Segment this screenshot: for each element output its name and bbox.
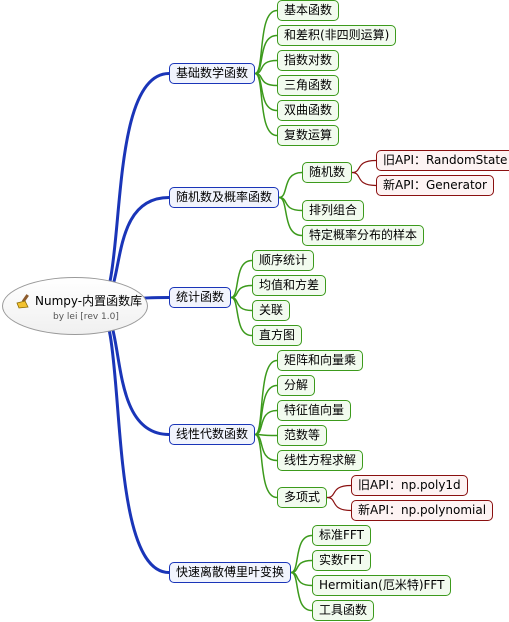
branch-basic-math[interactable]: 基础数学函数 <box>169 63 256 84</box>
node-sum-diff-prod[interactable]: 和差积(非四则运算) <box>277 25 397 46</box>
node-correlation[interactable]: 关联 <box>252 300 291 321</box>
connector-node-histogram <box>230 296 253 337</box>
connector-node-matrix-vector <box>254 359 278 436</box>
connector-node-polynomial <box>254 433 278 499</box>
connector-node-random-old-api <box>351 159 377 174</box>
connector-branch-fft <box>95 304 170 574</box>
broom-icon <box>15 293 33 313</box>
connector-node-standard-fft <box>290 534 313 574</box>
connector-node-poly-old-api <box>326 484 352 499</box>
connector-node-mean-variance <box>230 284 253 299</box>
node-eigen[interactable]: 特征值向量 <box>277 400 352 421</box>
node-polynomial[interactable]: 多项式 <box>277 487 328 508</box>
connector-node-distribution-samples <box>278 196 303 237</box>
node-linear-solve[interactable]: 线性方程求解 <box>277 450 364 471</box>
node-random[interactable]: 随机数 <box>302 162 353 183</box>
connector-node-random-new-api <box>351 171 377 187</box>
connector-node-random <box>278 171 303 199</box>
branch-statistics[interactable]: 统计函数 <box>169 287 232 308</box>
node-order-stats[interactable]: 顺序统计 <box>252 250 315 271</box>
node-exp-log[interactable]: 指数对数 <box>277 50 340 71</box>
connector-node-complex <box>254 72 278 137</box>
branch-fft[interactable]: 快速离散傅里叶变换 <box>169 562 292 583</box>
node-complex[interactable]: 复数运算 <box>277 125 340 146</box>
connector-node-order-stats <box>230 259 253 299</box>
root-subtitle: by lei [rev 1.0] <box>53 312 119 322</box>
node-fft-helpers[interactable]: 工具函数 <box>312 600 375 621</box>
node-permutation[interactable]: 排列组合 <box>302 200 365 221</box>
node-hyperbolic[interactable]: 双曲函数 <box>277 100 340 121</box>
connector-node-real-fft <box>290 559 313 574</box>
connector-node-poly-new-api <box>326 496 352 512</box>
root-title: Numpy-内置函数库 <box>35 294 143 308</box>
node-real-fft[interactable]: 实数FFT <box>312 550 371 571</box>
node-poly-new-api[interactable]: 新API：np.polynomial <box>351 500 494 521</box>
node-random-new-api[interactable]: 新API：Generator <box>376 175 494 196</box>
node-histogram[interactable]: 直方图 <box>252 325 303 346</box>
connector-node-fft-helpers <box>290 571 313 612</box>
node-hermitian-fft[interactable]: Hermitian(厄米特)FFT <box>312 575 452 596</box>
root-node[interactable]: Numpy-内置函数库 by lei [rev 1.0] <box>2 277 148 335</box>
node-random-old-api[interactable]: 旧API：RandomState <box>376 150 509 171</box>
connector-branch-basic-math <box>95 72 170 308</box>
node-norms[interactable]: 范数等 <box>277 425 328 446</box>
node-basic-functions[interactable]: 基本函数 <box>277 0 340 21</box>
node-trig[interactable]: 三角函数 <box>277 75 340 96</box>
node-decomposition[interactable]: 分解 <box>277 375 316 396</box>
branch-linear-algebra[interactable]: 线性代数函数 <box>169 424 256 445</box>
node-standard-fft[interactable]: 标准FFT <box>312 525 371 546</box>
branch-random-prob[interactable]: 随机数及概率函数 <box>169 187 280 208</box>
node-poly-old-api[interactable]: 旧API：np.poly1d <box>351 475 468 496</box>
node-mean-variance[interactable]: 均值和方差 <box>252 275 327 296</box>
node-distribution-samples[interactable]: 特定概率分布的样本 <box>302 225 425 246</box>
node-matrix-vector[interactable]: 矩阵和向量乘 <box>277 350 364 371</box>
